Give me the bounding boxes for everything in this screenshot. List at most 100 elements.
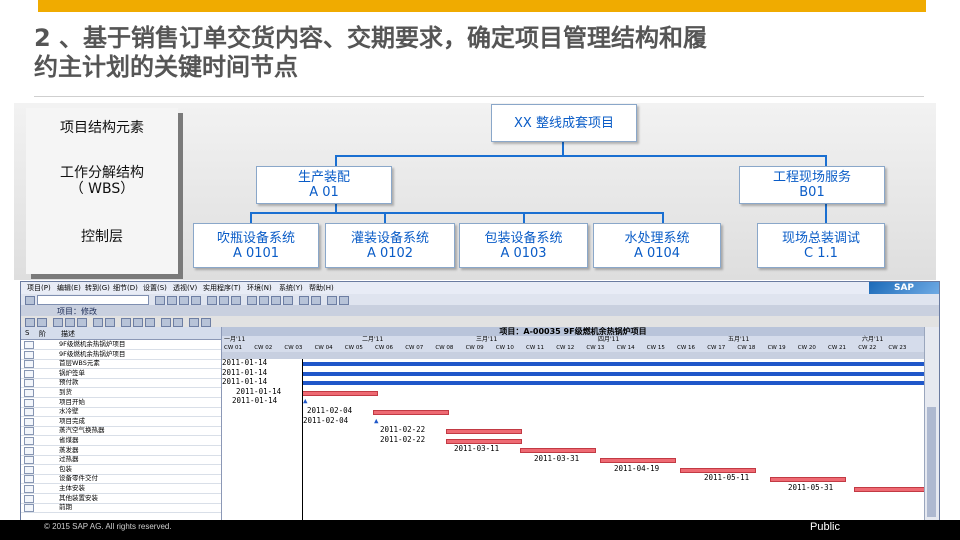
row-select-checkbox[interactable] <box>24 369 34 378</box>
row-select-checkbox[interactable] <box>24 437 34 445</box>
row-select-checkbox[interactable] <box>24 360 34 369</box>
change-icon[interactable] <box>65 318 75 327</box>
tree-row[interactable]: 包装 <box>21 465 221 475</box>
schedule-icon[interactable] <box>121 318 131 327</box>
help-icon[interactable] <box>327 296 337 305</box>
menu-item-details[interactable]: 细节(D) <box>113 284 138 292</box>
tree-row[interactable]: 过热器 <box>21 455 221 466</box>
find-next-icon[interactable] <box>231 296 241 305</box>
row-select-checkbox[interactable] <box>24 398 34 407</box>
menu-item-environment[interactable]: 环境(N) <box>247 284 272 292</box>
gantt-activity-bar[interactable] <box>680 467 756 473</box>
tree-row[interactable]: 项目完成 <box>21 417 221 427</box>
network-icon[interactable] <box>105 318 115 327</box>
next-page-icon[interactable] <box>271 296 281 305</box>
shortcut-icon[interactable] <box>311 296 321 305</box>
tree-row[interactable]: 锅炉签单 <box>21 369 221 379</box>
save-icon[interactable] <box>155 296 165 305</box>
tree-row[interactable]: 前期 <box>21 503 221 514</box>
menu-item-project[interactable]: 项目(P) <box>27 284 51 292</box>
expand-icon[interactable] <box>25 318 35 327</box>
row-select-checkbox[interactable] <box>24 417 34 426</box>
row-select-checkbox[interactable] <box>24 427 34 436</box>
row-select-checkbox[interactable] <box>24 389 34 397</box>
row-select-checkbox[interactable] <box>24 465 34 474</box>
last-page-icon[interactable] <box>283 296 293 305</box>
tree-row[interactable]: 9F级燃机余热锅炉项目 <box>21 350 221 360</box>
tree-row[interactable]: 主体安装 <box>21 484 221 494</box>
tree-row[interactable]: 预付款 <box>21 378 221 389</box>
tree-row[interactable]: 水冷壁 <box>21 407 221 418</box>
scrollbar-thumb[interactable] <box>927 407 936 517</box>
back-icon[interactable] <box>167 296 177 305</box>
gantt-icon[interactable] <box>93 318 103 327</box>
collapse-icon[interactable] <box>37 318 47 327</box>
connector <box>384 212 386 223</box>
gantt-summary-bar[interactable] <box>302 371 924 376</box>
gantt-summary-bar[interactable] <box>302 381 924 386</box>
zoom-out-icon[interactable] <box>201 318 211 327</box>
gantt-summary-bar[interactable] <box>302 362 924 366</box>
tree-row[interactable]: 省煤器 <box>21 436 221 446</box>
cancel-icon[interactable] <box>191 296 201 305</box>
row-select-checkbox[interactable] <box>24 485 34 493</box>
find-icon[interactable] <box>219 296 229 305</box>
menu-item-view[interactable]: 透视(V) <box>173 284 198 292</box>
layout-icon[interactable] <box>339 296 349 305</box>
command-field[interactable] <box>37 295 149 305</box>
row-select-checkbox[interactable] <box>24 379 34 388</box>
gantt-activity-bar[interactable] <box>854 486 924 492</box>
gantt-activity-bar[interactable] <box>446 429 522 435</box>
milestone-icon[interactable]: ▲ <box>374 415 379 425</box>
menu-item-utilities[interactable]: 实用程序(T) <box>203 284 241 292</box>
row-select-checkbox[interactable] <box>24 446 34 455</box>
wbs-node-a0103: 包装设备系统 A 0103 <box>459 223 588 268</box>
row-select-checkbox[interactable] <box>24 494 34 503</box>
cost-icon[interactable] <box>133 318 143 327</box>
prev-page-icon[interactable] <box>259 296 269 305</box>
new-session-icon[interactable] <box>299 296 309 305</box>
menu-item-goto[interactable]: 转到(G) <box>85 284 110 292</box>
row-select-checkbox[interactable] <box>24 504 34 513</box>
tree-row[interactable]: 项目开始 <box>21 398 221 408</box>
menu-item-help[interactable]: 帮助(H) <box>309 284 334 292</box>
print-icon[interactable] <box>207 296 217 305</box>
tree-row[interactable]: 设备零件交付 <box>21 474 221 485</box>
gantt-activity-bar[interactable] <box>600 458 676 463</box>
menu-item-system[interactable]: 系统(Y) <box>279 284 303 292</box>
row-select-checkbox[interactable] <box>24 341 34 349</box>
milestone-icon[interactable]: ▲ <box>303 396 308 406</box>
menu-item-settings[interactable]: 设置(S) <box>143 284 167 292</box>
tree-row[interactable]: 到货 <box>21 388 221 398</box>
row-select-checkbox[interactable] <box>24 456 34 465</box>
row-select-checkbox[interactable] <box>24 408 34 417</box>
status-icon[interactable] <box>145 318 155 327</box>
exit-icon[interactable] <box>179 296 189 305</box>
gantt-activity-bar[interactable] <box>373 410 449 415</box>
connector <box>662 212 664 223</box>
gantt-activity-bar[interactable] <box>302 390 378 396</box>
menu-item-edit[interactable]: 编辑(E) <box>57 284 81 292</box>
tree-row[interactable]: 蒸汽空气换热器 <box>21 426 221 437</box>
row-select-checkbox[interactable] <box>24 350 34 359</box>
create-icon[interactable] <box>53 318 63 327</box>
document-icon[interactable] <box>173 318 183 327</box>
tree-row[interactable]: 9F级燃机余热锅炉项目 <box>21 340 221 350</box>
first-page-icon[interactable] <box>247 296 257 305</box>
gantt-activity-bar[interactable] <box>520 448 596 454</box>
tree-row-label: 蒸发器 <box>59 445 79 454</box>
gantt-activity-bar[interactable] <box>446 438 522 444</box>
display-icon[interactable] <box>77 318 87 327</box>
enter-icon[interactable] <box>25 296 35 305</box>
tree-row[interactable]: 蒸发器 <box>21 446 221 456</box>
tree-row[interactable]: 首层WBS元素 <box>21 359 221 370</box>
tree-row[interactable]: 其他装置安装 <box>21 494 221 504</box>
wbs-node-a0102: 灌装设备系统 A 0102 <box>325 223 455 268</box>
zoom-in-icon[interactable] <box>189 318 199 327</box>
connector <box>335 155 337 166</box>
gantt-date-label: 2011-03-31 <box>534 454 580 463</box>
gantt-activity-bar[interactable] <box>770 477 846 483</box>
vertical-scrollbar[interactable] <box>924 327 939 527</box>
milestone-icon[interactable] <box>161 318 171 327</box>
row-select-checkbox[interactable] <box>24 475 34 484</box>
